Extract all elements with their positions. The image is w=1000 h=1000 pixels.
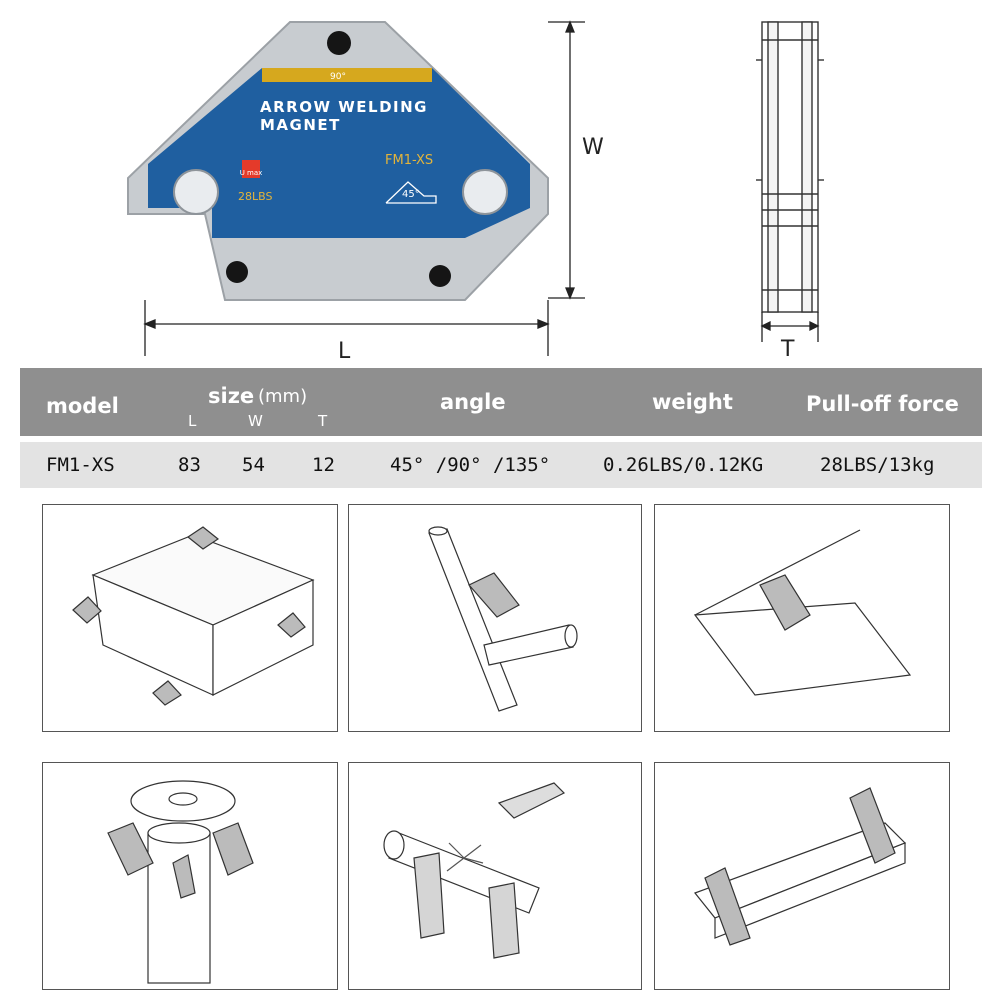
width-dimension [548,20,585,300]
brand-logo-mark: U max [240,169,263,177]
cell-width: 54 [242,454,265,476]
thickness-label: T [780,337,795,362]
cell-angle: 45° /90° /135° [390,454,551,476]
length-label: L [338,339,351,364]
pipe-joint-illustration [428,526,578,712]
header-size-unit: (mm) [258,386,308,407]
length-dimension [143,300,550,356]
cell-thickness: 12 [312,454,335,476]
usage-sheet-angle [654,504,950,732]
box-frame-illustration [72,526,315,706]
flange-pipe-illustration [107,780,254,984]
sheet-angle-illustration [693,529,912,696]
left-magnet-disc-icon [173,169,219,215]
product-diagram: 90° ARROW WELDING MAGNET FM1-XS U max 28… [127,20,824,364]
usage-pipe-joint [348,504,642,732]
header-size-w: W [248,412,263,430]
header-size-l: L [188,412,197,430]
angle-strip [262,68,432,82]
magnet-side-view [756,21,824,313]
usage-welding-pipe [348,762,642,990]
spec-table-header: model size (mm) L W T angle weight Pull-… [20,368,982,436]
angle-tab-label: 90° [330,72,346,82]
top-hole-icon [327,31,351,55]
header-weight: weight [652,390,733,414]
magnet-title-line1: ARROW WELDING [260,98,428,116]
usage-box-frame [42,504,338,732]
bottom-left-hole-icon [226,261,248,283]
width-label: W [582,135,604,160]
welding-pipe-illustration [383,782,566,959]
header-pull-off-force: Pull-off force [806,392,959,416]
cell-weight: 0.26LBS/0.12KG [603,454,764,476]
magnet-model-label: FM1-XS [385,153,433,168]
angle-channel-illustration [694,787,907,946]
bottom-right-hole-icon [429,265,451,287]
spec-table-row: FM1-XS 83 54 12 45° /90° /135° 0.26LBS/0… [20,442,982,488]
spec-table: model size (mm) L W T angle weight Pull-… [20,368,982,490]
usage-angle-channel [654,762,950,990]
header-size: size [208,384,255,408]
magnet-front-view: 90° ARROW WELDING MAGNET FM1-XS U max 28… [127,21,549,301]
right-magnet-disc-icon [462,169,508,215]
angle-45-label: 45° [402,189,420,200]
cell-model: FM1-XS [46,454,115,476]
thickness-dimension [760,312,820,342]
brand-logo-icon [242,160,260,178]
angle-45-icon [385,181,437,204]
cell-length: 83 [178,454,201,476]
header-model: model [46,394,119,418]
magnet-title-line2: MAGNET [260,116,341,134]
usage-flange-pipe [42,762,338,990]
magnet-load-label: 28LBS [238,190,272,203]
header-angle: angle [440,390,506,414]
header-size-t: T [318,412,328,430]
cell-pull-off-force: 28LBS/13kg [820,454,935,476]
